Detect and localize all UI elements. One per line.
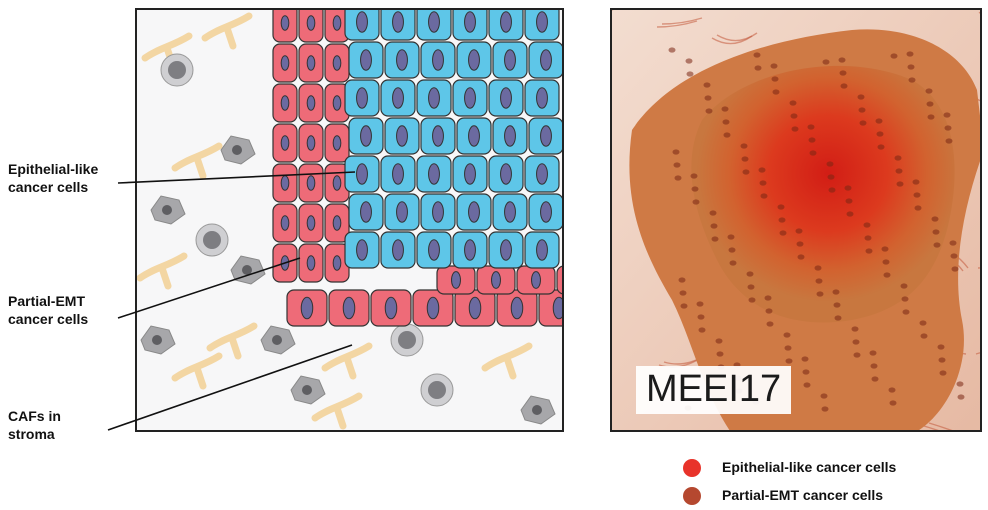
partial-emt-cell xyxy=(273,10,297,42)
partial-emt-label: Partial-EMT cancer cells xyxy=(8,292,133,328)
partial-emt-cell xyxy=(299,10,323,42)
partial-emt-cell xyxy=(273,44,297,82)
stromal-cell xyxy=(196,224,228,256)
epithelial-cell xyxy=(385,194,419,230)
cafs-label: CAFs in stroma xyxy=(8,407,133,443)
partial-emt-cell xyxy=(273,164,297,202)
epithelial-cell xyxy=(345,232,379,268)
epithelial-cell xyxy=(345,80,379,116)
cell-line-label: MEEI17 xyxy=(636,366,791,414)
epithelial-cell xyxy=(345,156,379,192)
partial-emt-cell xyxy=(287,290,327,326)
tumor-schematic-panel xyxy=(135,8,564,432)
legend-label-epithelial: Epithelial-like cancer cells xyxy=(722,459,896,475)
partial-emt-cell xyxy=(329,290,369,326)
epithelial-cell xyxy=(385,118,419,154)
epithelial-cell xyxy=(453,232,487,268)
stromal-cell xyxy=(161,54,193,86)
epithelial-cell xyxy=(421,194,455,230)
partial-emt-cell xyxy=(299,244,323,282)
partial-emt-cell xyxy=(299,204,323,242)
epithelial-cell xyxy=(381,156,415,192)
partial-emt-cell xyxy=(477,266,515,294)
epithelial-cell xyxy=(453,80,487,116)
epithelial-cell xyxy=(525,156,559,192)
partial-emt-cell xyxy=(299,84,323,122)
stromal-cell xyxy=(391,324,423,356)
epithelial-cell xyxy=(493,118,527,154)
partial-emt-cell xyxy=(497,290,537,326)
epithelial-label-line2: cancer cells xyxy=(8,178,133,196)
epithelial-cell xyxy=(493,42,527,78)
legend-swatch-partial-emt xyxy=(683,487,701,505)
epithelial-cell xyxy=(529,194,563,230)
partial-emt-cell xyxy=(325,124,349,162)
cafs-label-line1: CAFs in xyxy=(8,407,133,425)
partial-emt-cell xyxy=(413,290,453,326)
epithelial-cell xyxy=(453,156,487,192)
partial-emt-cell xyxy=(455,290,495,326)
partial-emt-label-line1: Partial-EMT xyxy=(8,292,133,310)
epithelial-cell xyxy=(457,118,491,154)
legend-item-partial-emt: Partial-EMT cancer cells xyxy=(683,484,983,508)
epithelial-cell xyxy=(457,194,491,230)
epithelial-cell xyxy=(489,10,523,40)
epithelial-cell xyxy=(493,194,527,230)
epithelial-cell xyxy=(381,10,415,40)
epithelial-cell xyxy=(525,80,559,116)
partial-emt-cell xyxy=(517,266,555,294)
partial-emt-cell xyxy=(539,290,564,326)
epithelial-cell xyxy=(421,42,455,78)
epithelial-cell xyxy=(489,232,523,268)
partial-emt-cell xyxy=(325,44,349,82)
legend-swatch-epithelial xyxy=(683,459,701,477)
epithelial-cell xyxy=(349,194,383,230)
epithelial-cell xyxy=(525,10,559,40)
epithelial-cell xyxy=(529,118,563,154)
partial-emt-cell xyxy=(299,44,323,82)
histology-image-panel: MEEI17 xyxy=(610,8,982,432)
epithelial-cell xyxy=(489,80,523,116)
epithelial-cell xyxy=(489,156,523,192)
epithelial-cell xyxy=(381,80,415,116)
epithelial-cell xyxy=(525,232,559,268)
epithelial-cell xyxy=(417,80,451,116)
epithelial-cell xyxy=(453,10,487,40)
partial-emt-cell xyxy=(273,84,297,122)
partial-emt-cell xyxy=(299,124,323,162)
legend-item-epithelial: Epithelial-like cancer cells xyxy=(683,456,983,480)
epithelial-cell xyxy=(381,232,415,268)
partial-emt-cell xyxy=(273,124,297,162)
partial-emt-cell xyxy=(437,266,475,294)
epithelial-cell xyxy=(457,42,491,78)
partial-emt-label-line2: cancer cells xyxy=(8,310,133,328)
epithelial-cell xyxy=(417,156,451,192)
partial-emt-cell xyxy=(299,164,323,202)
epithelial-cell xyxy=(349,42,383,78)
partial-emt-cell xyxy=(273,244,297,282)
partial-emt-cell xyxy=(371,290,411,326)
epithelial-cell xyxy=(421,118,455,154)
tumor-schematic-illustration xyxy=(137,10,564,432)
epithelial-cell xyxy=(349,118,383,154)
epithelial-cell xyxy=(417,10,451,40)
cafs-label-line2: stroma xyxy=(8,425,133,443)
stromal-cell xyxy=(421,374,453,406)
epithelial-cell xyxy=(385,42,419,78)
partial-emt-cell xyxy=(273,204,297,242)
epithelial-cell xyxy=(417,232,451,268)
legend-label-partial-emt: Partial-EMT cancer cells xyxy=(722,487,883,503)
epithelial-cell xyxy=(345,10,379,40)
partial-emt-cell xyxy=(557,266,564,294)
epithelial-label-line1: Epithelial-like xyxy=(8,160,133,178)
epithelial-cell xyxy=(529,42,563,78)
epithelial-like-label: Epithelial-like cancer cells xyxy=(8,160,133,196)
